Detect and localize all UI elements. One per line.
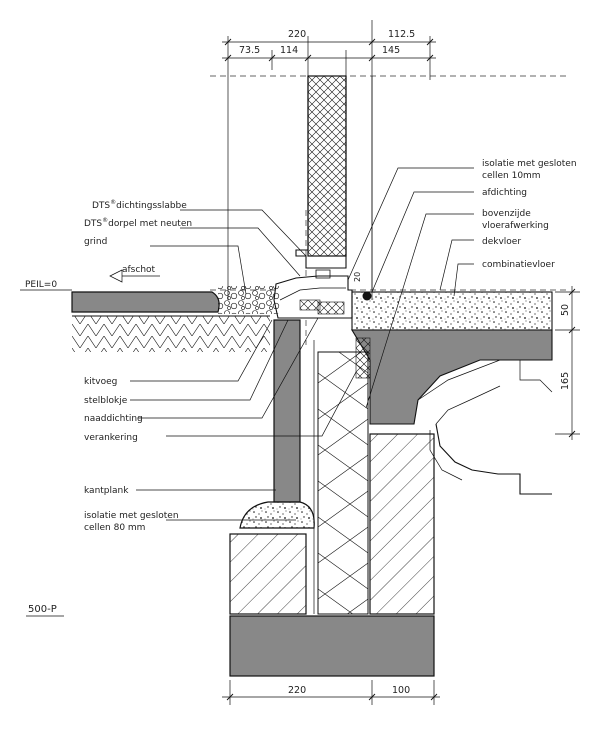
insulation-80-blob xyxy=(239,501,315,529)
floor-slab xyxy=(351,291,553,495)
right-dimension-chain: 50 165 20 xyxy=(353,272,580,440)
dim-top-73-5: 73.5 xyxy=(239,45,260,56)
foundation-footing xyxy=(229,615,435,677)
label-afdichting: afdichting xyxy=(482,188,527,198)
dim-top-114: 114 xyxy=(280,45,298,56)
label-stelblokje: stelblokje xyxy=(84,396,128,406)
label-isolatie-10-line1: isolatie met gesloten xyxy=(482,159,577,169)
label-isolatie-10-line2: cellen 10mm xyxy=(482,171,541,181)
drawing-code: 500-P xyxy=(28,604,57,615)
dim-top-112-5: 112.5 xyxy=(388,29,415,40)
peil-label: PEIL=0 xyxy=(25,280,57,290)
label-grind: grind xyxy=(84,237,107,247)
dim-right-165: 165 xyxy=(560,372,571,390)
label-kantplank: kantplank xyxy=(84,486,129,496)
label-kitvoeg: kitvoeg xyxy=(84,377,117,387)
dim-bottom-220: 220 xyxy=(288,685,306,696)
label-combinatievloer: combinatievloer xyxy=(482,260,555,270)
dim-bottom-100: 100 xyxy=(392,685,410,696)
afschot-arrow xyxy=(109,269,160,283)
label-bovenzijde-line1: bovenzijde xyxy=(482,209,531,219)
dim-top-145: 145 xyxy=(382,45,400,56)
label-naaddichting: naaddichting xyxy=(84,414,143,424)
leader-lines-right xyxy=(347,167,474,409)
label-verankering: verankering xyxy=(84,433,138,443)
wall-insulation-zone xyxy=(313,340,369,615)
wall-above xyxy=(295,75,373,290)
dim-top-220: 220 xyxy=(288,29,306,40)
label-isolatie-80-line1: isolatie met gesloten xyxy=(84,511,179,521)
afschot-label: afschot xyxy=(122,265,156,275)
top-dimension-chain: 220 112.5 73.5 114 145 xyxy=(222,20,436,300)
label-isolatie-80-line2: cellen 80 mm xyxy=(84,523,145,533)
label-dts-dorpel: DTS®dorpel met neuten xyxy=(84,217,192,229)
bottom-dimension-chain: 220 100 xyxy=(222,680,440,705)
dim-right-50: 50 xyxy=(560,304,571,316)
dim-small-20: 20 xyxy=(353,272,362,282)
threshold-sill xyxy=(273,269,372,319)
kantplank xyxy=(273,319,301,503)
label-dts-slabbe: DTS®dichtingsslabbe xyxy=(92,199,187,211)
label-dekvloer: dekvloer xyxy=(482,237,521,247)
inner-wall xyxy=(355,337,435,615)
terrace-ground xyxy=(20,286,280,352)
label-bovenzijde-line2: vloerafwerking xyxy=(482,221,549,231)
leader-lines-left xyxy=(130,209,357,521)
outer-foundation-wall xyxy=(229,533,307,615)
